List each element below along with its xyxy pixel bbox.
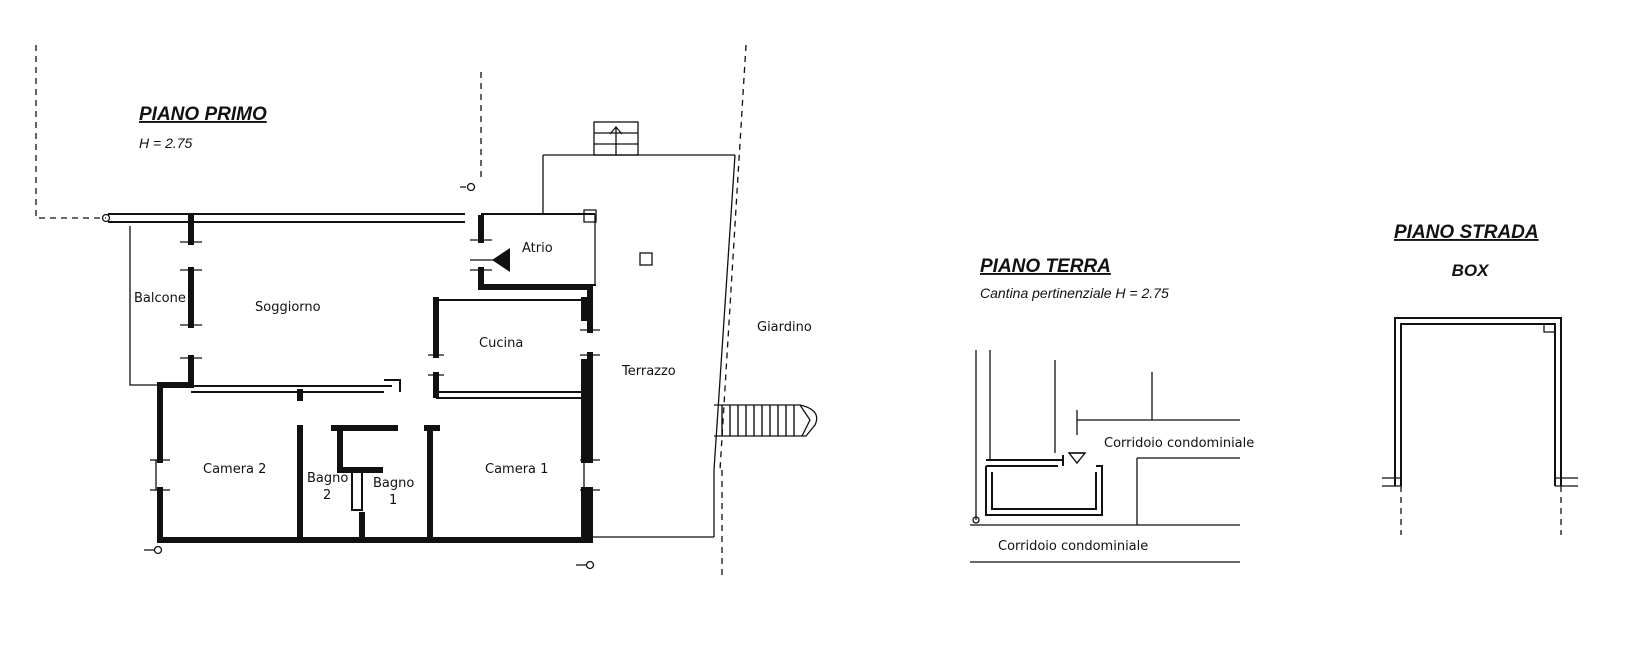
room-label-balcone: Balcone	[134, 291, 186, 306]
room-label-bagno-1-number: 1	[389, 493, 397, 508]
room-label-bagno-2: Bagno	[307, 471, 348, 486]
room-label-corridoio-upper: Corridoio condominiale	[1104, 436, 1254, 451]
room-label-bagno-2-number: 2	[323, 488, 331, 503]
room-label-terrazzo: Terrazzo	[621, 364, 676, 379]
piano-primo-height: H = 2.75	[139, 135, 193, 151]
piano-strada-plan	[1382, 317, 1578, 535]
piano-primo-title: PIANO PRIMO	[139, 104, 267, 125]
piano-terra-subtitle: Cantina pertinenziale H = 2.75	[980, 285, 1169, 301]
garden-stairs	[714, 404, 818, 437]
room-label-soggiorno: Soggiorno	[255, 300, 321, 315]
room-label-corridoio-lower: Corridoio condominiale	[998, 539, 1148, 554]
room-label-camera-1: Camera 1	[485, 462, 548, 477]
room-label-cucina: Cucina	[479, 336, 523, 351]
piano-strada-title: PIANO STRADA	[1394, 222, 1539, 243]
box-label: BOX	[1452, 261, 1491, 280]
piano-terra-title: PIANO TERRA	[980, 256, 1111, 277]
piano-primo-plan	[35, 44, 818, 580]
room-label-giardino: Giardino	[757, 320, 812, 335]
room-label-atrio: Atrio	[522, 241, 553, 256]
room-label-bagno-1: Bagno	[373, 476, 414, 491]
room-label-camera-2: Camera 2	[203, 462, 266, 477]
piano-terra-plan	[970, 350, 1240, 563]
